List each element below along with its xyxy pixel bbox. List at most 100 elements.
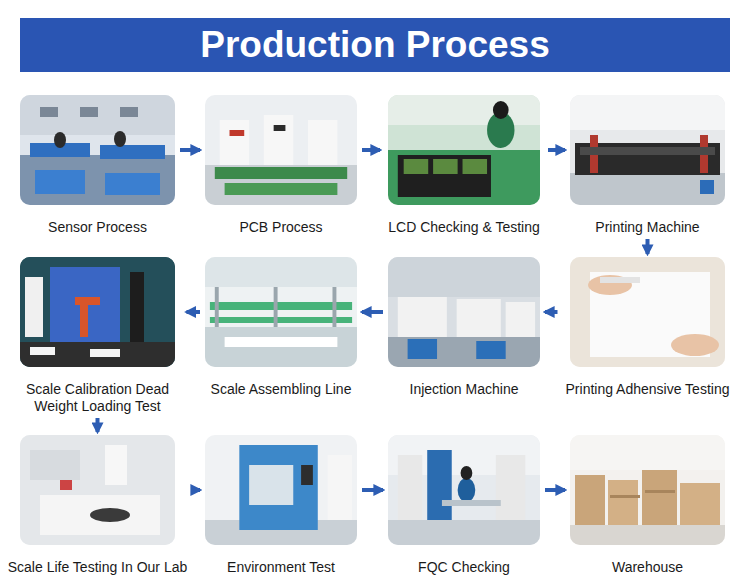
photo-shape	[120, 107, 138, 117]
photo-shape	[264, 115, 293, 165]
photo-shape	[600, 277, 640, 283]
photo-ground	[570, 95, 725, 205]
process-photo	[20, 95, 175, 205]
photo-illustration	[20, 435, 175, 545]
flow-arrow	[196, 488, 201, 492]
photo-shape	[570, 435, 725, 470]
photo-ground	[20, 435, 175, 545]
photo-shape	[457, 299, 501, 337]
photo-shape	[220, 120, 249, 165]
photo-ground	[20, 95, 175, 205]
photo-shape	[90, 349, 120, 357]
photo-shape	[308, 120, 337, 165]
photo-illustration	[205, 435, 357, 545]
photo-shape	[230, 130, 245, 136]
flow-arrow	[548, 148, 565, 152]
flow-arrow	[187, 310, 201, 314]
process-step: Injection Machine	[388, 257, 540, 398]
photo-shape	[20, 435, 175, 545]
flow-arrow	[362, 148, 380, 152]
photo-ground	[388, 257, 540, 367]
photo-shape	[30, 347, 55, 355]
flow-arrow	[545, 488, 565, 492]
photo-illustration	[205, 257, 357, 367]
photo-shape	[506, 302, 535, 337]
process-step: Printing Machine	[570, 95, 725, 236]
photo-shape	[205, 165, 357, 205]
photo-shape	[90, 508, 130, 522]
photo-shape	[398, 297, 447, 337]
photo-shape	[105, 173, 160, 195]
photo-illustration	[570, 257, 725, 367]
photo-shape	[249, 465, 293, 505]
process-step: Warehouse	[570, 435, 725, 576]
photo-shape	[493, 101, 509, 119]
process-photo	[388, 257, 540, 367]
process-photo	[205, 257, 357, 367]
photo-shape	[408, 339, 437, 359]
photo-shape	[645, 490, 675, 493]
process-step: LCD Checking & Testing	[385, 95, 543, 236]
photo-shape	[20, 257, 175, 367]
photo-shape	[608, 480, 638, 525]
process-step: Scale Assembling Line	[205, 257, 357, 398]
photo-shape	[388, 337, 540, 367]
photo-ground	[388, 95, 540, 205]
photo-illustration	[388, 435, 540, 545]
step-label: Environment Test	[205, 545, 357, 576]
photo-ground	[570, 435, 725, 545]
photo-shape	[20, 95, 175, 135]
photo-shape	[388, 520, 540, 545]
process-photo	[20, 435, 175, 545]
process-photo	[388, 435, 540, 545]
process-photo	[20, 257, 175, 367]
photo-illustration	[570, 95, 725, 205]
step-label: Scale Calibration Dead Weight Loading Te…	[14, 367, 182, 415]
photo-shape	[680, 483, 720, 525]
photo-shape	[398, 155, 491, 197]
process-step: Scale Life Testing In Our Lab	[5, 435, 191, 576]
photo-shape	[80, 107, 98, 117]
photo-shape	[30, 450, 80, 480]
process-photo	[570, 95, 725, 205]
step-label: PCB Process	[205, 205, 357, 236]
photo-shape	[388, 95, 540, 125]
process-photo	[388, 95, 540, 205]
step-label: LCD Checking & Testing	[385, 205, 543, 236]
photo-shape	[575, 475, 605, 525]
process-photo	[205, 95, 357, 205]
step-label: Sensor Process	[20, 205, 175, 236]
process-step: Sensor Process	[20, 95, 175, 236]
step-label: Printing Adhensive Testing	[563, 367, 733, 398]
photo-shape	[130, 272, 144, 342]
photo-ground	[570, 257, 725, 367]
photo-shape	[215, 167, 347, 179]
flow-arrow	[545, 310, 558, 314]
photo-shape	[433, 159, 458, 174]
photo-shape	[239, 445, 317, 530]
photo-illustration	[20, 95, 175, 205]
photo-shape	[35, 170, 85, 194]
process-photo	[205, 435, 357, 545]
process-step: FQC Checking	[388, 435, 540, 576]
photo-shape	[40, 107, 58, 117]
photo-shape	[476, 341, 505, 359]
step-label: Printing Machine	[570, 205, 725, 236]
photo-shape	[80, 302, 88, 337]
photo-shape	[496, 455, 525, 520]
photo-shape	[210, 302, 352, 310]
photo-shape	[427, 450, 452, 520]
photo-shape	[75, 297, 100, 305]
process-step: PCB Process	[205, 95, 357, 236]
photo-shape	[40, 495, 160, 535]
flow-arrow	[362, 310, 383, 314]
photo-shape	[442, 500, 501, 506]
photo-shape	[398, 455, 423, 520]
photo-shape	[642, 470, 677, 525]
photo-illustration	[205, 95, 357, 205]
flow-arrow	[180, 148, 200, 152]
photo-shape	[570, 173, 725, 205]
photo-illustration	[570, 435, 725, 545]
photo-shape	[114, 131, 126, 147]
process-photo	[570, 257, 725, 367]
